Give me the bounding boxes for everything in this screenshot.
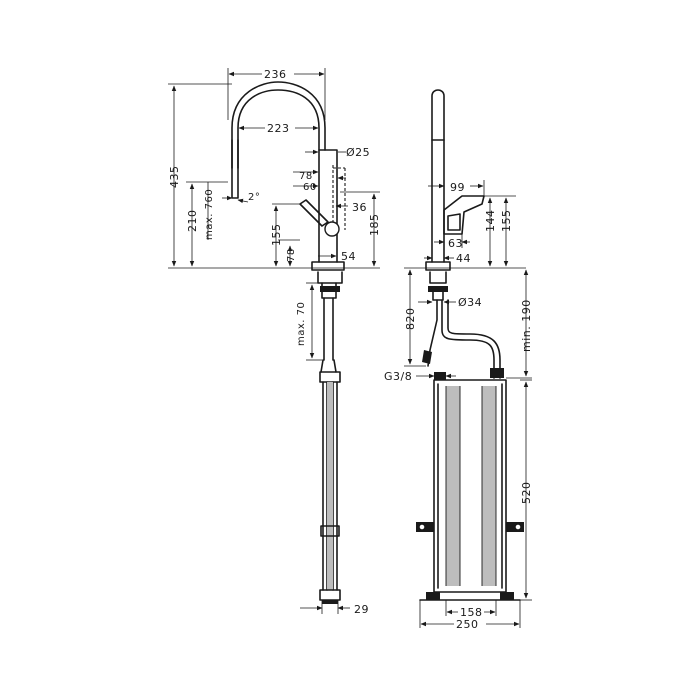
box-edges (437, 383, 503, 589)
dim-158-label: 158 (460, 606, 483, 619)
dim-223-label: 223 (267, 122, 290, 135)
bracket-right-screw (514, 523, 522, 531)
washer (320, 286, 340, 292)
hose-neck (320, 359, 337, 373)
dim-g38-label: G3/8 (384, 370, 412, 383)
dim-angle-2-label: 2° (248, 192, 260, 203)
dim-36-label: 36 (352, 201, 367, 214)
foot-right (500, 592, 514, 600)
outlet-hose-fitting (490, 368, 504, 378)
front-view-dimensions: 236 223 Ø25 78 60 36 2° 435 210 max. 760 (168, 68, 381, 616)
faucet-body (318, 149, 338, 263)
inlet-fitting (434, 372, 446, 380)
dim-155-right-label: 155 (500, 210, 513, 233)
handle-hidden-outline (332, 165, 346, 230)
bracket-left-screw (418, 523, 426, 531)
dim-250-label: 250 (456, 618, 479, 631)
hose-end-cap (322, 600, 338, 604)
side-view-dimensions: 99 63 44 144 155 Ø34 820 min. 190 G3/8 (384, 180, 533, 631)
outlet-hose (441, 299, 495, 379)
dim-diameter-25-label: Ø25 (346, 146, 370, 159)
side-washer (428, 286, 448, 292)
front-view (231, 81, 346, 604)
cold-hose-fitting (422, 350, 432, 364)
foot-left (426, 592, 440, 600)
dim-max-760-label: max. 760 (204, 189, 215, 240)
dim-236-label: 236 (264, 68, 287, 81)
dim-max-70-label: max. 70 (296, 302, 307, 346)
hose-weight (320, 525, 340, 537)
side-column (431, 89, 445, 263)
dim-520-label: 520 (520, 482, 533, 505)
dim-820-label: 820 (404, 308, 417, 331)
dim-435-label: 435 (168, 166, 181, 189)
side-base (425, 261, 451, 271)
dim-54-label: 54 (341, 250, 356, 263)
side-lever (443, 195, 485, 235)
box-channel-right (482, 386, 496, 586)
dim-185-label: 185 (368, 214, 381, 237)
channel-left-edges (445, 386, 461, 586)
hose-clamp (319, 371, 341, 383)
dim-63-label: 63 (448, 237, 463, 250)
side-shank (432, 291, 444, 301)
mount-nut (317, 271, 343, 284)
spout-inner (237, 89, 320, 169)
dim-min-190-label: min. 190 (520, 299, 533, 352)
dim-44-label: 44 (456, 252, 471, 265)
side-view (416, 89, 524, 601)
hose-shade (327, 382, 333, 590)
hose-end (319, 589, 341, 601)
dim-60-label: 60 (303, 182, 317, 193)
dim-29-label: 29 (354, 603, 369, 616)
lever-pivot (324, 221, 340, 237)
dim-144-label: 144 (484, 210, 497, 233)
dim-78-top-label: 78 (299, 171, 313, 182)
side-mount-nut (429, 271, 447, 284)
supply-tube (323, 297, 334, 361)
channel-right-edges (481, 386, 497, 586)
dim-155-left-label: 155 (270, 224, 283, 247)
dim-78-small-label: 78 (286, 248, 297, 262)
box-channel-left (446, 386, 460, 586)
lever-handle (299, 199, 329, 227)
spray-head (231, 139, 239, 199)
base-plate (311, 261, 345, 271)
lever-cartridge (447, 213, 461, 231)
dim-99-label: 99 (450, 181, 465, 194)
dim-210-label: 210 (186, 210, 199, 233)
outlet-hose-inner (447, 299, 501, 379)
spout-outer (231, 81, 326, 169)
dim-diameter-34-label: Ø34 (458, 296, 482, 309)
